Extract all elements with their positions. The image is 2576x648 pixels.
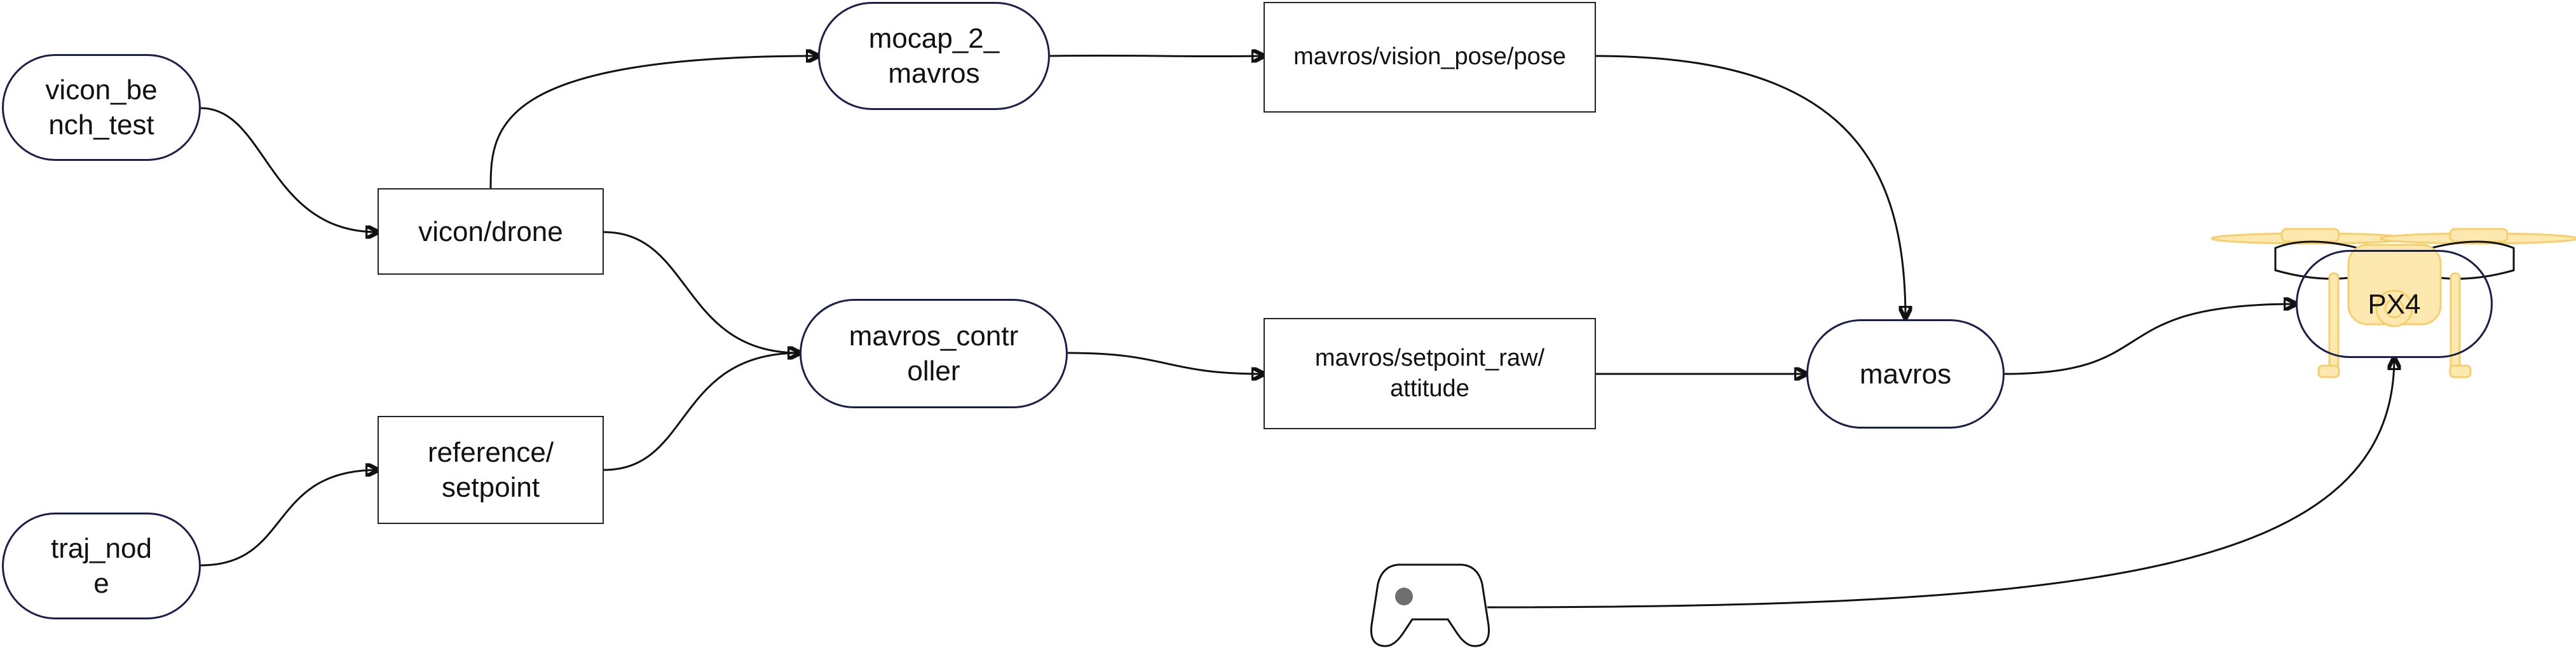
node-vicon-bench-test: vicon_be nch_test [2,54,201,161]
node-label: mavros/setpoint_raw/ attitude [1314,345,1545,402]
edge-traj-node-to-reference [200,470,378,567]
edge-mocap-to-vision-pose [1049,55,1264,56]
node-label: PX4 [2368,288,2421,320]
edge-gamepad-to-px4 [1487,358,2394,609]
node-label: mavros_contr oller [848,321,1019,387]
node-label: traj_nod e [50,533,152,599]
edge-reference-to-controller [603,353,800,471]
node-label: mavros [1859,358,1952,390]
node-label: vicon/drone [418,216,563,247]
node-vicon-drone: vicon/drone [378,188,604,275]
edge-vicon-drone-to-controller [603,231,800,353]
edge-vicon-bench-test-to-vicon-drone [200,107,378,232]
edge-vicon-drone-to-mocap [489,56,818,189]
edge-controller-to-setpoint-raw [1067,352,1264,374]
node-traj-node: traj_nod e [2,513,201,619]
gamepad-icon [1370,563,1490,647]
node-setpoint-raw-topic: mavros/setpoint_raw/ attitude [1264,318,1596,429]
node-mavros: mavros [1806,319,2005,429]
node-vision-pose-topic: mavros/vision_pose/pose [1264,2,1596,113]
node-px4: PX4 [2296,250,2493,358]
node-label: mocap_2_ mavros [868,23,1000,89]
node-label: reference/ setpoint [427,437,554,503]
node-mocap-2-mavros: mocap_2_ mavros [818,2,1050,110]
edge-vision-pose-to-mavros [1595,55,1905,318]
node-label: vicon_be nch_test [45,74,158,141]
edge-mavros-to-px4 [2004,304,2296,375]
node-mavros-controller: mavros_contr oller [800,299,1068,408]
node-label: mavros/vision_pose/pose [1293,43,1566,71]
node-reference-setpoint: reference/ setpoint [378,416,604,524]
